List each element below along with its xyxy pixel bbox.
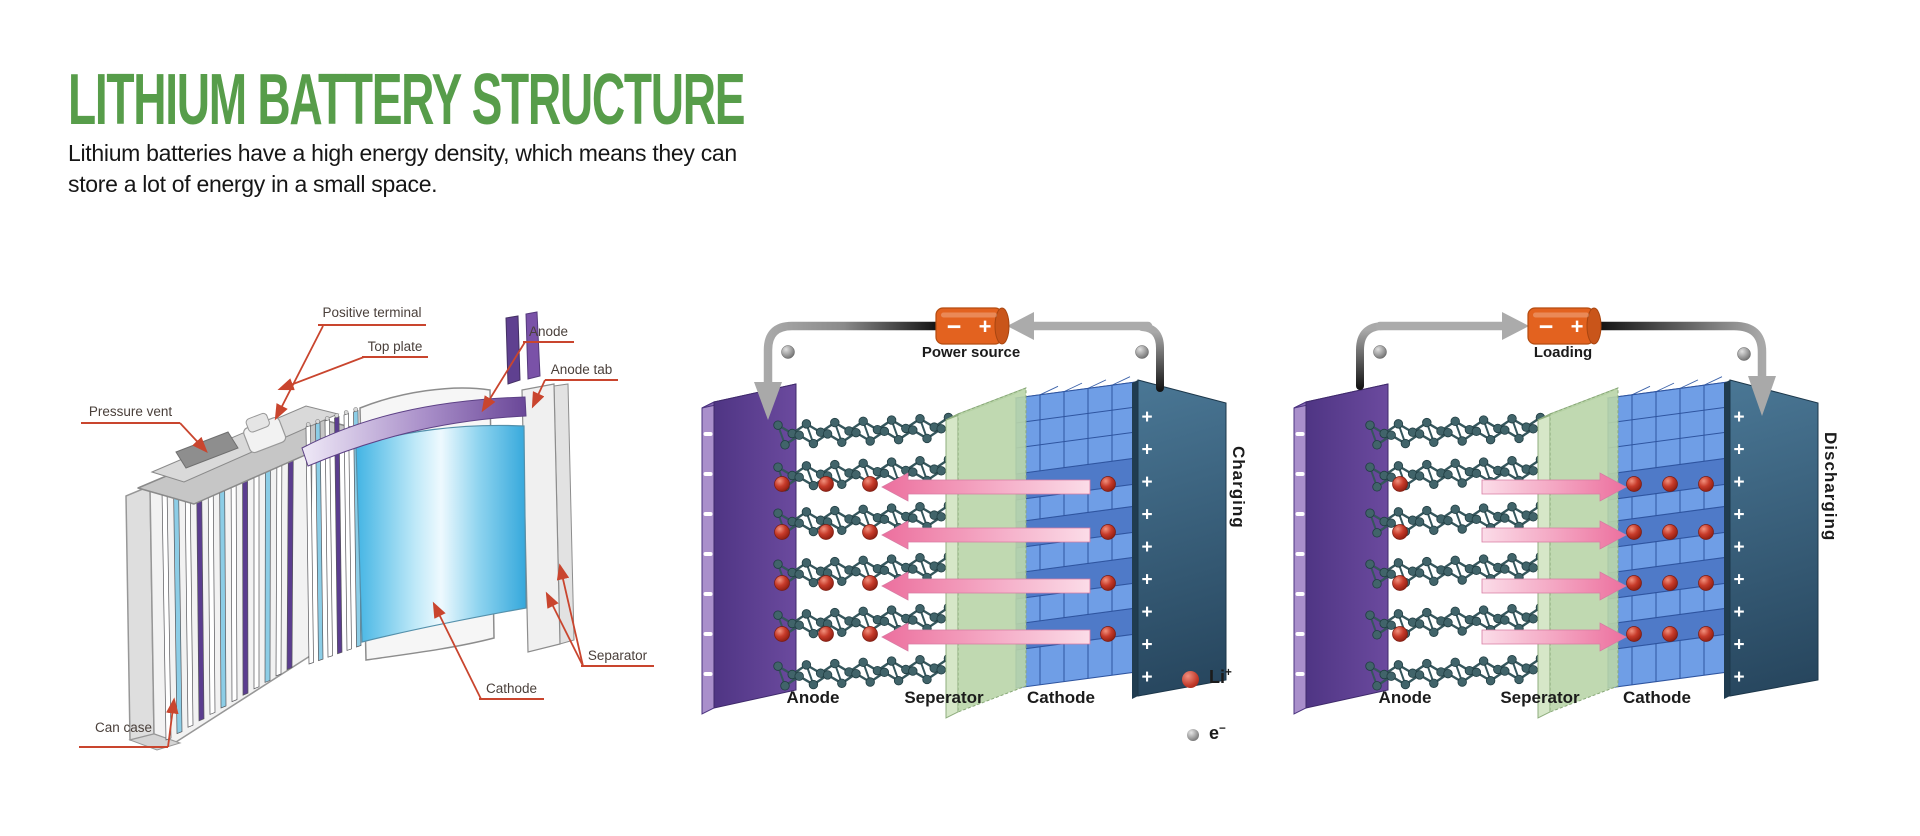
- label-can-case: Can case: [94, 720, 153, 735]
- label-separator: Separator: [587, 648, 648, 663]
- svg-text:+: +: [1141, 635, 1152, 656]
- separator-sheet-front: [521, 383, 561, 653]
- cathode-collector-plate: + + + + + + + + +: [1132, 379, 1227, 699]
- label-anode: Anode: [528, 324, 569, 339]
- lithium-ions-in-cathode: [1100, 476, 1116, 642]
- svg-text:+: +: [1141, 570, 1152, 591]
- svg-text:+: +: [1733, 635, 1744, 656]
- graphite-anode-layers: [1365, 412, 1546, 691]
- label-cathode-discharging: Cathode: [1623, 688, 1691, 707]
- circuit-wires: [1356, 312, 1776, 416]
- electron-flow-arrowhead: [1007, 312, 1034, 340]
- lithium-ions-in-anode: [774, 476, 878, 642]
- battery-icon: −+: [1527, 307, 1602, 345]
- legend-li-ion: Li+: [1209, 666, 1232, 687]
- svg-text:+: +: [1141, 440, 1152, 461]
- label-pressure-vent: Pressure vent: [88, 404, 173, 419]
- label-anode-tab: Anode tab: [550, 362, 613, 377]
- lithium-ions-in-anode: [1392, 476, 1408, 642]
- label-seperator-charging: Seperator: [904, 688, 984, 707]
- label-discharging: Discharging: [1821, 432, 1840, 542]
- svg-text:−: −: [947, 313, 962, 341]
- electron-charge-sign: −: [1219, 722, 1226, 735]
- svg-text:+: +: [1733, 602, 1744, 623]
- svg-text:+: +: [1733, 667, 1744, 688]
- electron-flow-arrowhead: [754, 382, 782, 420]
- svg-text:+: +: [1733, 472, 1744, 493]
- svg-text:+: +: [1571, 314, 1584, 339]
- unrolled-sheets: [301, 311, 575, 661]
- svg-text:−: −: [1539, 313, 1554, 341]
- page-title: LITHIUM BATTERY STRUCTURE: [68, 60, 746, 140]
- electrode-stack-front: [161, 420, 294, 741]
- svg-text:+: +: [1141, 667, 1152, 688]
- label-seperator-discharging: Seperator: [1500, 688, 1580, 707]
- svg-text:+: +: [1141, 407, 1152, 428]
- label-charging: Charging: [1229, 446, 1248, 529]
- subtitle-line-2: store a lot of energy in a small space.: [68, 171, 438, 197]
- anode-tab-shape: [505, 315, 521, 385]
- label-power-source: Power source: [921, 344, 1021, 361]
- lithium-ion-icon: [1182, 671, 1199, 688]
- svg-text:+: +: [1141, 602, 1152, 623]
- svg-text:+: +: [1733, 440, 1744, 461]
- label-anode-discharging: Anode: [1378, 688, 1432, 707]
- page-subtitle: Lithium batteries have a high energy den…: [68, 138, 737, 200]
- label-cathode-charging: Cathode: [1027, 688, 1095, 707]
- svg-text:+: +: [1141, 537, 1152, 558]
- svg-text:+: +: [979, 314, 992, 339]
- svg-text:+: +: [1733, 537, 1744, 558]
- separator-plate: [945, 387, 1027, 719]
- ion-flow-arrows: [1481, 472, 1627, 652]
- cathode-collector-plate: + + + + + + + + +: [1724, 379, 1819, 699]
- label-positive-terminal: Positive terminal: [322, 305, 422, 320]
- svg-text:+: +: [1733, 407, 1744, 428]
- svg-text:+: +: [1141, 472, 1152, 493]
- circuit-wires: [754, 312, 1164, 420]
- svg-text:+: +: [1141, 505, 1152, 526]
- anode-tab-shape-2: [525, 311, 541, 380]
- electron-flow-arrowhead: [1502, 312, 1529, 340]
- subtitle-line-1: Lithium batteries have a high energy den…: [68, 140, 737, 166]
- li-charge-sign: +: [1225, 666, 1232, 679]
- label-cathode: Cathode: [485, 681, 538, 696]
- charging-cell-illustration: +++++++++−+: [701, 307, 1227, 719]
- label-top-plate: Top plate: [367, 339, 423, 354]
- discharging-cell-illustration: +++++++++−+: [1293, 307, 1819, 719]
- battery-icon: −+: [935, 307, 1010, 345]
- graphite-anode-layers: [773, 412, 954, 691]
- legend-electron: e−: [1209, 722, 1226, 743]
- cathode-sheet: [355, 424, 527, 643]
- ion-flow-arrows: [881, 472, 1091, 652]
- svg-text:+: +: [1733, 505, 1744, 526]
- electron-icon: [1187, 729, 1199, 741]
- separator-plate: [1537, 387, 1619, 719]
- electron-flow-arrowhead: [1748, 376, 1776, 416]
- electrode-stack-rear: [305, 407, 362, 665]
- positive-terminal-shape: [243, 412, 287, 454]
- lithium-ions-in-cathode: [1626, 476, 1714, 642]
- svg-text:+: +: [1733, 570, 1744, 591]
- label-loading: Loading: [1533, 344, 1593, 361]
- anode-sheet: [301, 396, 527, 467]
- label-anode-charging: Anode: [786, 688, 840, 707]
